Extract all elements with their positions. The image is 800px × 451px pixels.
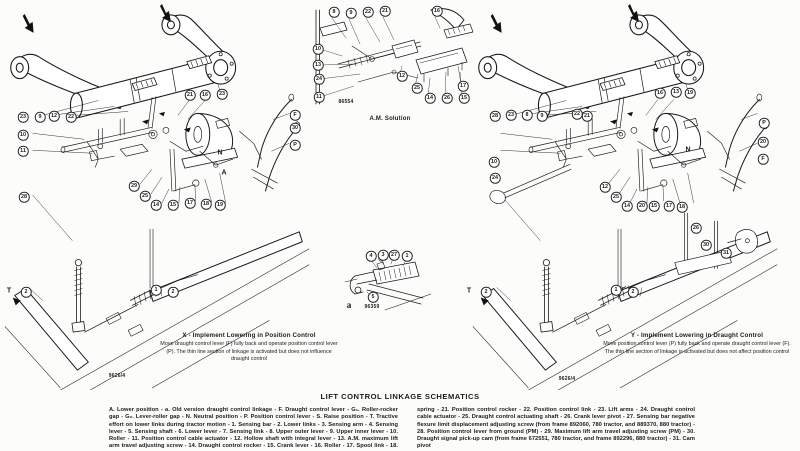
am-solution-inset-art [298, 2, 478, 112]
caption-am-solution: A.M. Solution [369, 116, 411, 122]
caption-x-body: Move draught control lever (F) fully bac… [160, 341, 338, 363]
right-diagram-art [470, 2, 780, 390]
caption-y: Y - Implement Lowering in Draught Contro… [602, 332, 792, 356]
old-linkage-inset-art [333, 246, 445, 314]
legend-left-column: A. Lower position - a. Old version draug… [109, 407, 398, 451]
page-title: LIFT CONTROL LINKAGE SCHEMATICS [320, 392, 480, 401]
caption-y-body: Move position control lever (P) fully ba… [603, 341, 791, 355]
caption-y-heading: Y - Implement Lowering in Draught Contro… [630, 332, 764, 339]
cable-actuator [489, 163, 572, 205]
legend-right-column: spring - 21. Position control rocker - 2… [417, 407, 695, 450]
caption-x: X - Implement Lowering in Position Contr… [160, 332, 338, 364]
pickup-cam-assembly [674, 212, 758, 275]
caption-x-heading: X - Implement Lowering in Position Contr… [182, 332, 316, 339]
